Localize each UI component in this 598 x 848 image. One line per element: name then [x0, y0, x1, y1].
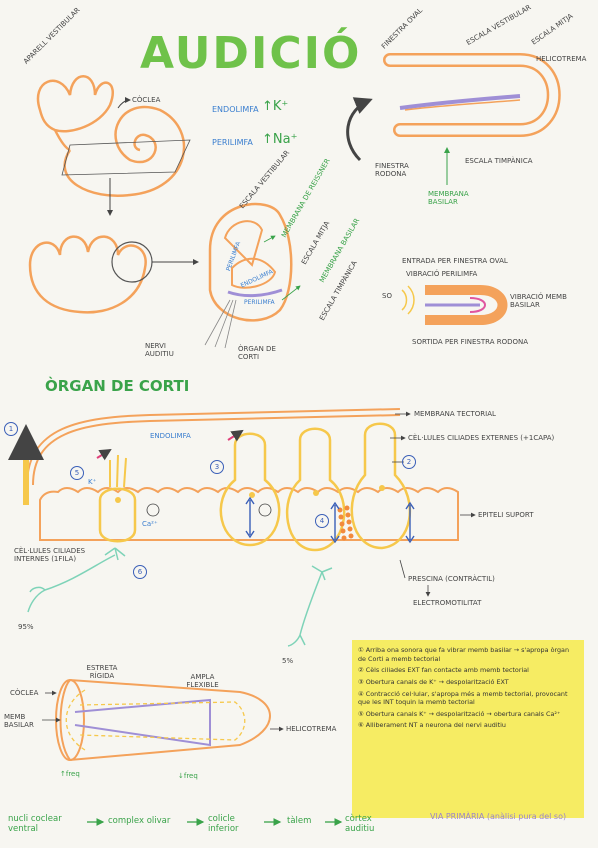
label-perilimfa: PERILIMFA [212, 138, 253, 147]
step-4: ④ Contracció cel·lular, s'apropa més a m… [358, 689, 568, 707]
inner-ear-drawing [36, 75, 186, 197]
pathway-via-primaria: VIA PRIMÀRIA (anàlisi pura del so) [430, 812, 567, 821]
label-coclea: CÒCLEA [132, 96, 161, 104]
label-perilimfa-ion: ↑Na⁺ [262, 132, 298, 147]
label-entrada: ENTRADA PER FINESTRA OVAL [402, 257, 508, 265]
label-organ-corti-small: ÒRGAN DE CORTI [238, 345, 276, 362]
section-plane [61, 139, 191, 176]
label-cone-memb-basilar: MEMB BASILAR [4, 713, 34, 730]
cochlea-section-drawing [28, 235, 147, 314]
step-marker-2: 2 [402, 455, 416, 469]
label-ca-ion: Ca²⁺ [142, 520, 158, 528]
pathway-colicle: colicle inferior [208, 814, 239, 834]
label-estreta: ESTRETA RÍGIDA [86, 664, 118, 681]
label-escala-timpanica-top: ESCALA TIMPÀNICA [465, 157, 533, 165]
label-k-ion: K⁺ [88, 478, 97, 486]
label-finestra-rodona: FINESTRA RODONA [375, 162, 409, 179]
label-nervi-auditiu: NERVI AUDITIU [145, 342, 174, 359]
page-title: AUDICIÓ [140, 28, 362, 79]
cross-section-drawing [204, 202, 293, 349]
label-pct-5: 5% [282, 657, 294, 665]
pathway-talem: tàlem [287, 816, 312, 826]
step-5: ⑤ Obertura canals K⁺ → despolarització →… [358, 709, 561, 718]
label-epiteli-suport: EPITELI SUPORT [478, 511, 534, 519]
label-cel-internes: CÈL·LULES CILIADES INTERNES (1FILA) [14, 547, 86, 564]
coclea-pointer [117, 97, 131, 109]
label-so: SO [382, 292, 392, 300]
label-vibracio-perilimfa: VIBRACIÓ PERILIMFA [406, 270, 478, 278]
label-endolimfa-ion: ↑K⁺ [262, 99, 289, 114]
curve-arrow [346, 97, 373, 162]
label-prescina: PRESCINA (CONTRÀCTIL) [408, 575, 495, 583]
unrolled-cochlea-drawing [383, 53, 561, 137]
organ-corti-drawing [7, 408, 459, 647]
vibration-u-drawing [401, 285, 508, 325]
label-pct-95: 95% [18, 623, 34, 631]
label-freq-up: ↑freq [60, 770, 80, 778]
label-cross-perilimfa-bottom: PERILIMFA [244, 299, 275, 306]
label-cone-coclea: CÒCLEA [10, 689, 39, 697]
label-helicotrema-top: HELICOTREMA [536, 55, 587, 63]
label-sortida: SORTIDA PER FINESTRA RODONA [412, 338, 529, 346]
label-corti-endolimfa: ENDOLIMFA [150, 432, 191, 440]
step-marker-4: 4 [315, 514, 329, 528]
corti-heading: ÒRGAN DE CORTI [45, 377, 190, 395]
step-marker-1: 1 [4, 422, 18, 436]
label-cel-externes: CÈL·LULES CILIADES EXTERNES (+1CAPA) [408, 434, 555, 442]
pathway-complex-olivar: complex olivar [108, 816, 171, 826]
step-1: ① Arriba ona sonora que fa vibrar memb b… [358, 646, 570, 663]
step-marker-3: 3 [210, 460, 224, 474]
label-membrana-basilar-top: MEMBRANA BASILAR [428, 190, 469, 207]
label-cone-helicotrema: HELICOTREMA [286, 725, 337, 733]
label-freq-down: ↓freq [178, 772, 198, 780]
cone-drawing [42, 678, 284, 762]
step-6: ⑥ Alliberament NT a neurona del nervi au… [358, 721, 506, 730]
step-marker-6: 6 [133, 565, 147, 579]
label-ampla: AMPLA FLEXIBLE [186, 673, 219, 690]
steps-note: ① Arriba ona sonora que fa vibrar memb b… [352, 640, 584, 818]
label-endolimfa: ENDOLIMFA [212, 105, 259, 114]
pathway-cortex: còrtex auditiu [345, 814, 375, 834]
pathway-nucli-coclear: nucli coclear ventral [8, 814, 62, 834]
step-2: ② Cèls ciliades EXT fan contacte amb mem… [358, 666, 529, 675]
label-electromotilitat: ELECTROMOTILITAT [413, 599, 482, 607]
step-marker-5: 5 [70, 466, 84, 480]
step-3: ③ Obertura canals de K⁺ → despolaritzaci… [358, 677, 509, 686]
label-membrana-tectorial: MEMBRANA TECTORIAL [414, 410, 496, 418]
label-vibracio-memb: VIBRACIÓ MEMB BASILAR [510, 293, 567, 310]
